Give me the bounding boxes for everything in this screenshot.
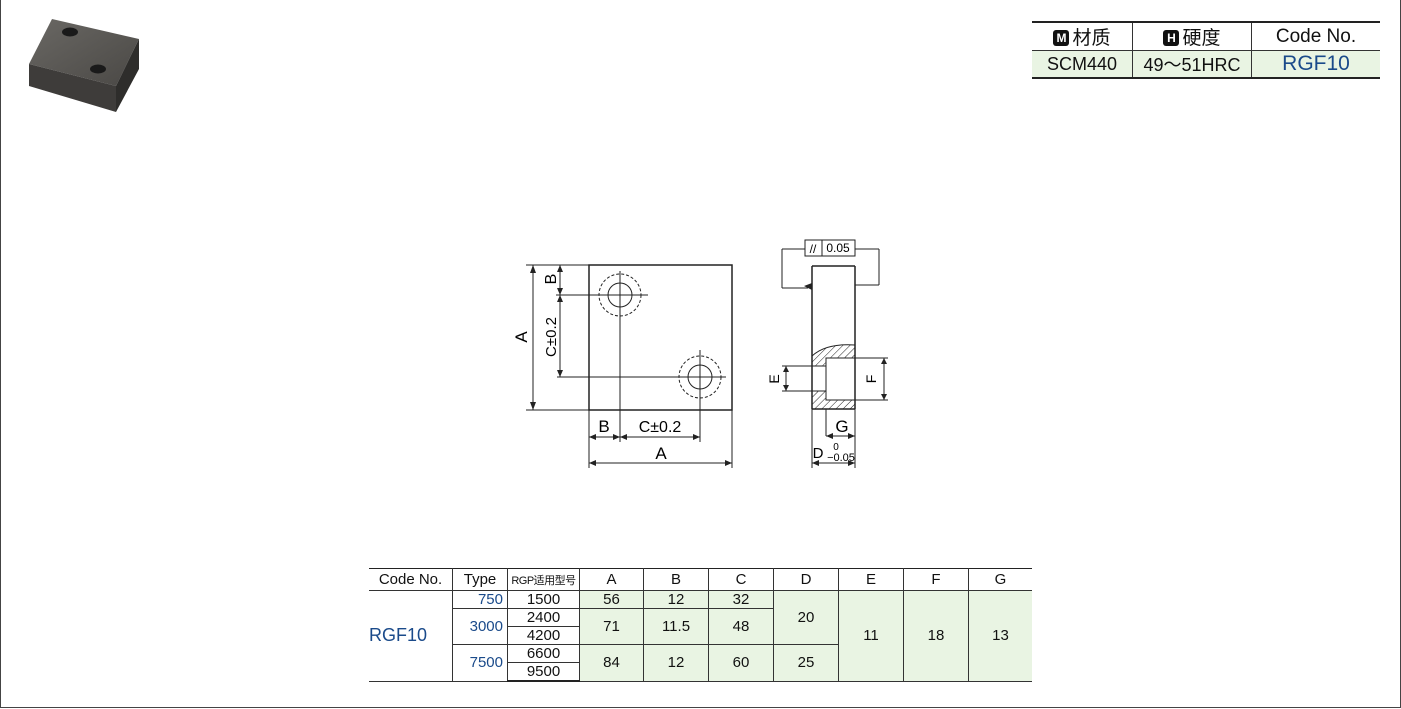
dimension-table: Code No. Type RGP适用型号 A B C D E F G RGF1… xyxy=(369,568,1032,682)
E-cell: 11 xyxy=(838,590,904,682)
label-E: E xyxy=(766,374,782,383)
hardness-header: 硬度 xyxy=(1182,28,1221,49)
header-code: Code No. xyxy=(369,568,453,591)
header-C: C xyxy=(708,568,774,591)
technical-drawing: // 0.05 A B C±0.2 B C±0.2 A E F G D 0 −0… xyxy=(512,239,888,468)
table-row: 7500 6600 84 12 60 25 xyxy=(369,644,1032,682)
header-rgp: RGP适用型号 xyxy=(507,568,580,591)
F-cell: 18 xyxy=(903,590,969,682)
table-row: 3000 2400 71 11.5 48 xyxy=(369,608,1032,645)
product-photo xyxy=(29,19,139,112)
A-cell: 56 xyxy=(579,590,644,609)
header-E: E xyxy=(838,568,904,591)
code-header: Code No. xyxy=(1251,21,1380,51)
type-cell: 750 xyxy=(452,590,508,609)
header-F: F xyxy=(903,568,969,591)
parallel-tolerance: 0.05 xyxy=(826,241,850,255)
label-A-horizontal: A xyxy=(655,444,667,463)
header-D: D xyxy=(773,568,839,591)
header-B: B xyxy=(643,568,709,591)
rgp-cell: 9500 xyxy=(507,662,580,682)
header-type: Type xyxy=(452,568,508,591)
B-cell: 12 xyxy=(643,590,709,609)
table-row: 4200 xyxy=(369,626,1032,645)
code-value: RGF10 xyxy=(1251,50,1380,79)
label-D-tol-lower: −0.05 xyxy=(827,452,855,464)
C-cell: 48 xyxy=(708,608,774,645)
label-C-horizontal: C±0.2 xyxy=(639,419,682,436)
label-D: D xyxy=(813,445,824,462)
hardness-value: 49～51HRC xyxy=(1132,50,1252,79)
material-header: 材质 xyxy=(1072,28,1111,49)
table-row: RGF10 750 1500 56 12 32 20 11 18 13 xyxy=(369,590,1032,682)
C-cell: 60 xyxy=(708,644,774,682)
A-cell: 84 xyxy=(579,644,644,682)
D-cell: 20 xyxy=(773,590,839,645)
label-F: F xyxy=(863,375,879,384)
material-badge-icon: M xyxy=(1053,30,1070,46)
code-cell: RGF10 xyxy=(369,590,453,682)
label-A-vertical: A xyxy=(512,331,531,343)
rgp-cell: 6600 xyxy=(507,644,580,663)
rgp-cell: 2400 xyxy=(507,608,580,627)
table-row: 9500 xyxy=(369,662,1032,682)
rgp-cell: 1500 xyxy=(507,590,580,609)
label-B-vertical: B xyxy=(543,274,560,285)
G-cell: 13 xyxy=(968,590,1032,682)
C-cell: 32 xyxy=(708,590,774,609)
header-A: A xyxy=(579,568,644,591)
label-C-vertical: C±0.2 xyxy=(543,317,560,357)
B-cell: 12 xyxy=(643,644,709,682)
header-G: G xyxy=(968,568,1032,591)
type-cell: 7500 xyxy=(452,644,508,682)
type-cell: 3000 xyxy=(452,608,508,645)
label-B-horizontal: B xyxy=(598,417,609,436)
D-cell: 25 xyxy=(773,644,839,682)
label-G: G xyxy=(835,417,848,436)
hardness-badge-icon: H xyxy=(1163,30,1180,46)
B-cell: 11.5 xyxy=(643,608,709,645)
A-cell: 71 xyxy=(579,608,644,645)
rgp-cell: 4200 xyxy=(507,626,580,645)
label-D-tol-upper: 0 xyxy=(833,442,839,453)
material-value: SCM440 xyxy=(1032,50,1133,79)
parallel-symbol: // xyxy=(810,242,817,256)
